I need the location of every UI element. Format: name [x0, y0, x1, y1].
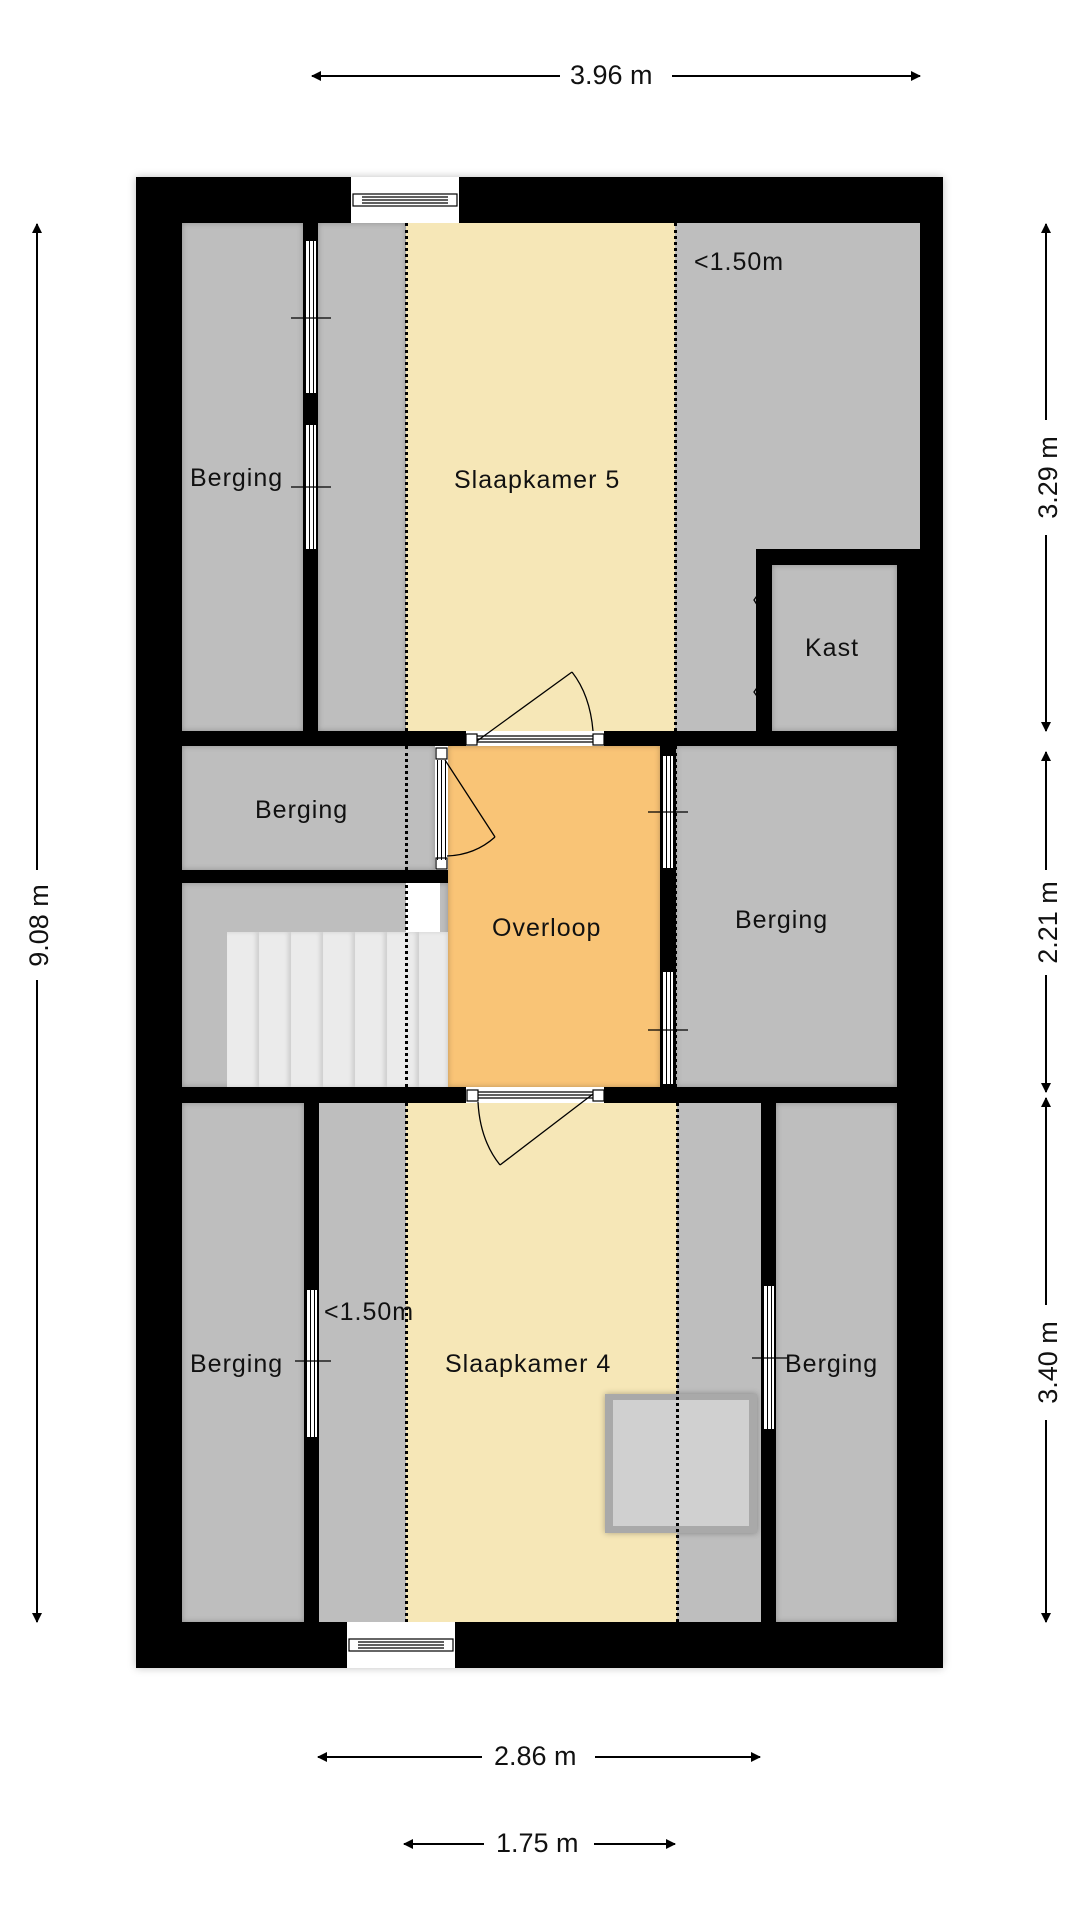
ceiling-height-line: [405, 1103, 408, 1622]
label-kast: Kast: [805, 634, 860, 662]
kast-wall-left: [756, 549, 772, 733]
stair-step: [419, 932, 450, 1087]
label-berging-middle-right: Berging: [735, 906, 829, 934]
label-overloop: Overloop: [492, 914, 602, 942]
label-berging-top-left: Berging: [190, 464, 284, 492]
stair-step: [387, 932, 419, 1087]
ceiling-height-line: [674, 746, 677, 1087]
wall-berging-stairs: [182, 870, 448, 883]
roof-window: [662, 972, 673, 1084]
skylight-glass: [613, 1400, 749, 1526]
roof-window: [305, 241, 316, 393]
stair-step: [291, 932, 323, 1087]
stair-step: [259, 932, 291, 1087]
room-berging-bottom-left: [182, 1103, 304, 1622]
room-berging-bottom-right: [776, 1103, 897, 1622]
ceiling-height-line: [405, 746, 408, 1087]
ceiling-height-line: [674, 223, 677, 731]
room-slaapkamer-5: [406, 223, 675, 731]
room-kast: [772, 565, 897, 731]
stair-step: [355, 932, 387, 1087]
room-berging-top-left: [182, 223, 303, 731]
window-glazing-icon: [291, 193, 788, 1652]
stair-landing-white: [406, 883, 440, 932]
label-height-bottom: <1.50m: [324, 1298, 415, 1326]
room-berging-middle-left: [182, 746, 435, 870]
ceiling-height-line: [676, 1103, 679, 1622]
label-height-top: <1.50m: [694, 248, 785, 276]
room-overloop: [448, 746, 660, 1087]
room-berging-middle-right: [676, 746, 897, 1087]
room-slaapkamer-5-sloped-right-upper: [675, 223, 920, 549]
dim-right-top: 3.29 m: [1033, 428, 1063, 527]
room-slaapkamer-5-sloped-right-lower: [675, 549, 756, 731]
room-slaapkamer-4-sloped-left: [319, 1103, 406, 1622]
room-slaapkamer-5-sloped-left: [318, 223, 406, 731]
dim-left-height: 9.08 m: [24, 876, 54, 975]
dim-bottom-outer: 2.86 m: [486, 1743, 585, 1770]
room-slaapkamer-4-sloped-right: [677, 1103, 761, 1622]
label-berging-bottom-left: Berging: [190, 1350, 284, 1378]
dim-right-bottom: 3.40 m: [1033, 1313, 1063, 1412]
roof-window: [306, 1290, 317, 1437]
dim-bottom-inner: 1.75 m: [488, 1830, 587, 1857]
door-swing-icon: [444, 579, 769, 1166]
dimension-arrows-icon: [32, 71, 1051, 1849]
kast-wall-right: [897, 549, 943, 749]
dim-right-middle: 2.21 m: [1033, 873, 1063, 972]
label-berging-middle-left: Berging: [255, 796, 349, 824]
ceiling-height-line: [405, 223, 408, 731]
dim-top-width: 3.96 m: [562, 62, 661, 89]
label-slaapkamer-4: Slaapkamer 4: [445, 1350, 612, 1378]
door-frame-berging: [437, 760, 446, 860]
stair-step: [227, 932, 259, 1087]
kast-wall-top: [756, 549, 920, 565]
room-slaapkamer-4: [406, 1103, 677, 1622]
stair-step: [323, 932, 355, 1087]
label-berging-bottom-right: Berging: [785, 1350, 879, 1378]
label-slaapkamer-5: Slaapkamer 5: [454, 466, 621, 494]
